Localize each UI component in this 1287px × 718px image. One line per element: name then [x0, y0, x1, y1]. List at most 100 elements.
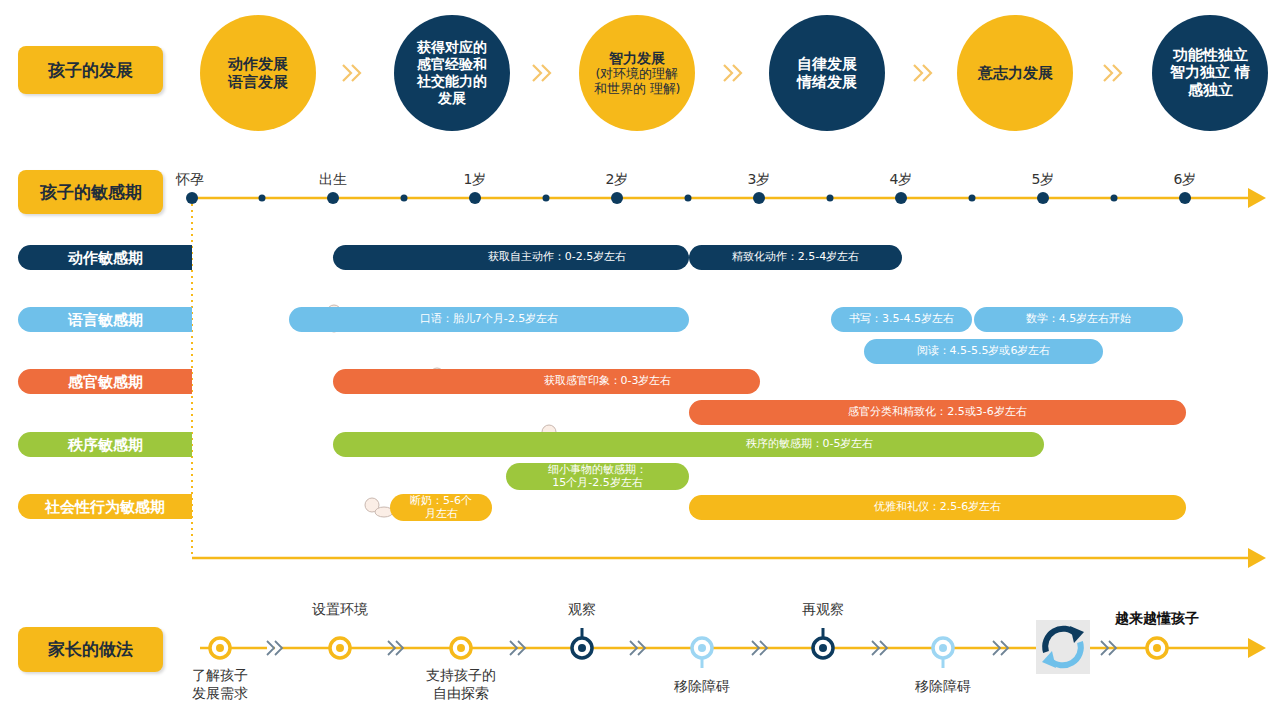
step-label: 观察	[568, 601, 596, 619]
step-label: 支持孩子的 自由探索	[422, 667, 500, 702]
age-label: 2岁	[606, 171, 629, 189]
chevron	[533, 65, 550, 81]
text-wrap: 秩序敏感期	[68, 436, 143, 454]
period-bar: 感官分类和精致化：2.5或3-6岁左右	[689, 400, 1186, 425]
category-tab: 感官敏感期	[18, 369, 192, 394]
age-axis	[192, 197, 1250, 200]
age-label: 4岁	[890, 171, 913, 189]
yellow-marker	[1147, 638, 1167, 658]
node-text: 获取感官印象：0-3岁左右	[544, 375, 672, 387]
node-text: 孩子的发展	[48, 60, 133, 80]
node-text: 智力发展	[587, 50, 688, 67]
stage-circle: 自律发展 情绪发展	[769, 15, 885, 131]
category-tab: 语言敏感期	[18, 307, 192, 332]
node-text: 功能性独立 智力独立 情感独立	[1169, 47, 1250, 99]
period-bar: 口语：胎儿7个月-2.5岁左右	[289, 307, 689, 332]
node-text: 优雅和礼仪：2.5-6岁左右	[874, 501, 1001, 513]
node-text: 数学：4.5岁左右开始	[1026, 313, 1132, 325]
node-text: 家长的做法	[48, 639, 133, 659]
node-text: 社会性行为敏感期	[45, 498, 165, 516]
text-wrap: 获取自主动作：0-2.5岁左右	[488, 251, 626, 263]
text-wrap: 感官敏感期	[68, 373, 143, 391]
text-wrap: 自律发展 情绪发展	[793, 55, 862, 91]
stage-circle: 动作发展 语言发展	[200, 15, 316, 131]
node-text: 获得对应的 感官经验和 社交能力的 发展	[414, 39, 490, 106]
text-wrap: 口语：胎儿7个月-2.5岁左右	[420, 313, 558, 325]
text-wrap: 意志力发展	[970, 64, 1060, 82]
stage-circle: 获得对应的 感官经验和 社交能力的 发展	[394, 15, 510, 131]
text-wrap: 获取感官印象：0-3岁左右	[544, 375, 672, 387]
node-text: 断奶：5-6个 月左右	[408, 495, 474, 519]
text-wrap: 细小事物的敏感期： 15个月-2.5岁左右	[543, 464, 653, 488]
node-text: 口语：胎儿7个月-2.5岁左右	[420, 313, 558, 325]
step-label: 再观察	[802, 601, 844, 619]
node-text: 感官敏感期	[68, 373, 143, 391]
text-wrap: 孩子的敏感期	[40, 182, 142, 202]
step-label: 越来越懂孩子	[1115, 610, 1199, 628]
text-wrap: 动作敏感期	[68, 249, 143, 267]
chevron	[914, 65, 931, 81]
node-text: 精致化动作：2.5-4岁左右	[732, 251, 859, 263]
node-text: 阅读：4.5-5.5岁或6岁左右	[917, 345, 1051, 357]
navy-marker	[572, 628, 592, 658]
step-label: 移除障碍	[915, 678, 971, 696]
period-bar: 优雅和礼仪：2.5-6岁左右	[689, 495, 1186, 520]
text-wrap: 动作发展 语言发展	[224, 55, 293, 91]
category-tab: 社会性行为敏感期	[18, 494, 192, 519]
period-bar: 书写：3.5-4.5岁左右	[831, 307, 972, 332]
node-text: 语言敏感期	[68, 311, 143, 329]
age-label: 出生	[319, 171, 347, 189]
text-wrap: 感官分类和精致化：2.5或3-6岁左右	[848, 406, 1026, 418]
chevron	[724, 65, 741, 81]
node-text: 意志力发展	[970, 64, 1060, 82]
step-markers	[210, 620, 1167, 674]
timeline	[186, 188, 1266, 568]
age-dots	[186, 192, 1191, 204]
node-text: 感官分类和精致化：2.5或3-6岁左右	[848, 406, 1026, 418]
period-bar: 获取自主动作：0-2.5岁左右	[333, 245, 689, 270]
chevron	[1104, 65, 1121, 81]
text-wrap: 智力发展(对环境的理解 和世界的 理解)	[587, 50, 688, 97]
text-wrap: 获得对应的 感官经验和 社交能力的 发展	[414, 39, 490, 106]
age-label: 1岁	[464, 171, 487, 189]
step-label: 了解孩子 发展需求	[188, 667, 252, 702]
node-note: (对环境的理解 和世界的 理解)	[592, 66, 682, 96]
section-label: 家长的做法	[18, 627, 163, 672]
period-bar: 数学：4.5岁左右开始	[974, 307, 1183, 332]
blue-marker	[692, 638, 712, 668]
text-wrap: 秩序的敏感期：0-5岁左右	[746, 438, 874, 450]
text-wrap: 家长的做法	[48, 639, 133, 659]
age-label: 怀孕	[176, 171, 204, 189]
yellow-marker	[330, 638, 350, 658]
period-bar: 获取感官印象：0-3岁左右	[333, 369, 760, 394]
yellow-marker	[451, 638, 471, 658]
period-bar: 细小事物的敏感期： 15个月-2.5岁左右	[506, 463, 689, 490]
text-wrap: 孩子的发展	[48, 60, 133, 80]
parent-track	[200, 620, 1266, 674]
period-bar: 精致化动作：2.5-4岁左右	[689, 245, 902, 270]
axis-arrowhead	[1248, 638, 1266, 658]
node-text: 细小事物的敏感期： 15个月-2.5岁左右	[543, 464, 653, 488]
base-axis	[192, 557, 1250, 560]
yellow-marker	[210, 638, 230, 658]
age-label: 6岁	[1174, 171, 1197, 189]
node-text: 孩子的敏感期	[40, 182, 142, 202]
node-text: 书写：3.5-4.5岁左右	[849, 313, 954, 325]
step-label: 移除障碍	[674, 678, 730, 696]
node-text: 自律发展 情绪发展	[793, 55, 862, 91]
step-label: 设置环境	[312, 601, 368, 619]
node-text: 动作敏感期	[68, 249, 143, 267]
axis-arrowhead	[1248, 548, 1266, 568]
text-wrap: 断奶：5-6个 月左右	[408, 495, 474, 519]
text-wrap: 社会性行为敏感期	[45, 498, 165, 516]
parent-axis	[200, 647, 1250, 650]
node-text: 秩序的敏感期：0-5岁左右	[746, 438, 874, 450]
node-text: 动作发展 语言发展	[224, 55, 293, 91]
blue-marker	[933, 638, 953, 668]
category-tab: 动作敏感期	[18, 245, 192, 270]
period-bar: 断奶：5-6个 月左右	[390, 494, 492, 521]
period-bar: 秩序的敏感期：0-5岁左右	[333, 432, 1044, 457]
text-wrap: 书写：3.5-4.5岁左右	[849, 313, 954, 325]
period-bar: 阅读：4.5-5.5岁或6岁左右	[864, 339, 1103, 364]
text-wrap: 数学：4.5岁左右开始	[1026, 313, 1132, 325]
